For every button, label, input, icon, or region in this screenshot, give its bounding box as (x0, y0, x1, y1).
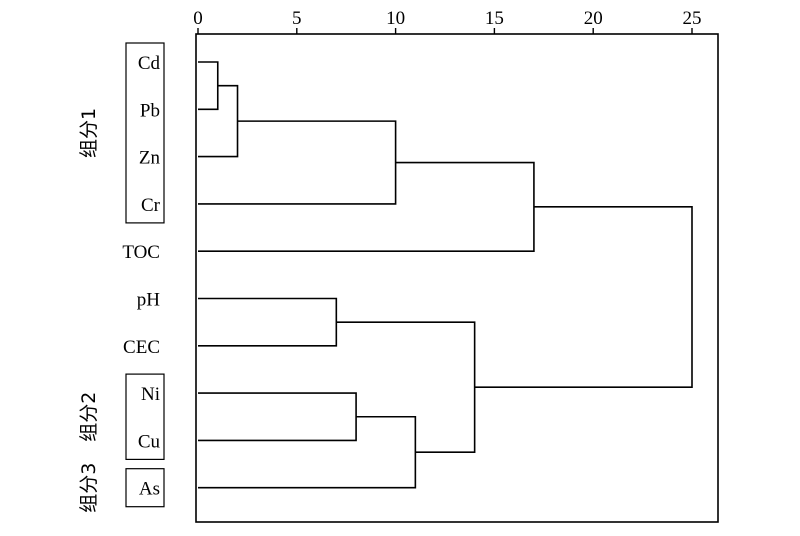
group-label: 组分2 (78, 392, 100, 442)
merge-link (198, 297, 338, 347)
x-tick-label: 15 (485, 8, 504, 29)
group-box (125, 42, 165, 224)
merge-link (198, 392, 357, 442)
merge-link (198, 415, 417, 489)
leaf-label-toc: TOC (122, 242, 160, 263)
x-tick-label: 20 (584, 8, 603, 29)
merge-link (198, 61, 219, 111)
leaf-label-ni: Ni (141, 384, 160, 405)
plot-border (195, 33, 719, 523)
leaf-label-cd: Cd (138, 53, 161, 74)
leaf-label-pb: Pb (140, 100, 160, 121)
group-label: 组分3 (78, 463, 100, 513)
leaf-label-as: As (139, 479, 160, 500)
leaf-label-cec: CEC (123, 337, 160, 358)
x-axis-ticks: 0 5 10 15 20 25 (193, 8, 702, 34)
merge-link (198, 161, 535, 252)
leaf-label-cr: Cr (141, 195, 161, 216)
group-annotations: 组分1 组分2 组分3 (78, 42, 165, 513)
x-tick-label: 10 (386, 8, 405, 29)
merge-link (336, 321, 476, 454)
x-tick-label: 0 (193, 8, 203, 29)
merge-link (474, 206, 693, 388)
merge-link (198, 120, 397, 205)
x-tick-label: 5 (292, 8, 302, 29)
group-label: 组分1 (78, 108, 100, 158)
leaf-label-ph: pH (137, 290, 161, 311)
group-box (125, 373, 165, 461)
plot-frame (195, 33, 719, 523)
group-box (125, 468, 165, 508)
dendrogram-links (198, 61, 693, 489)
leaf-label-zn: Zn (139, 148, 161, 169)
x-tick-label: 25 (683, 8, 702, 29)
leaf-label-cu: Cu (138, 431, 161, 452)
